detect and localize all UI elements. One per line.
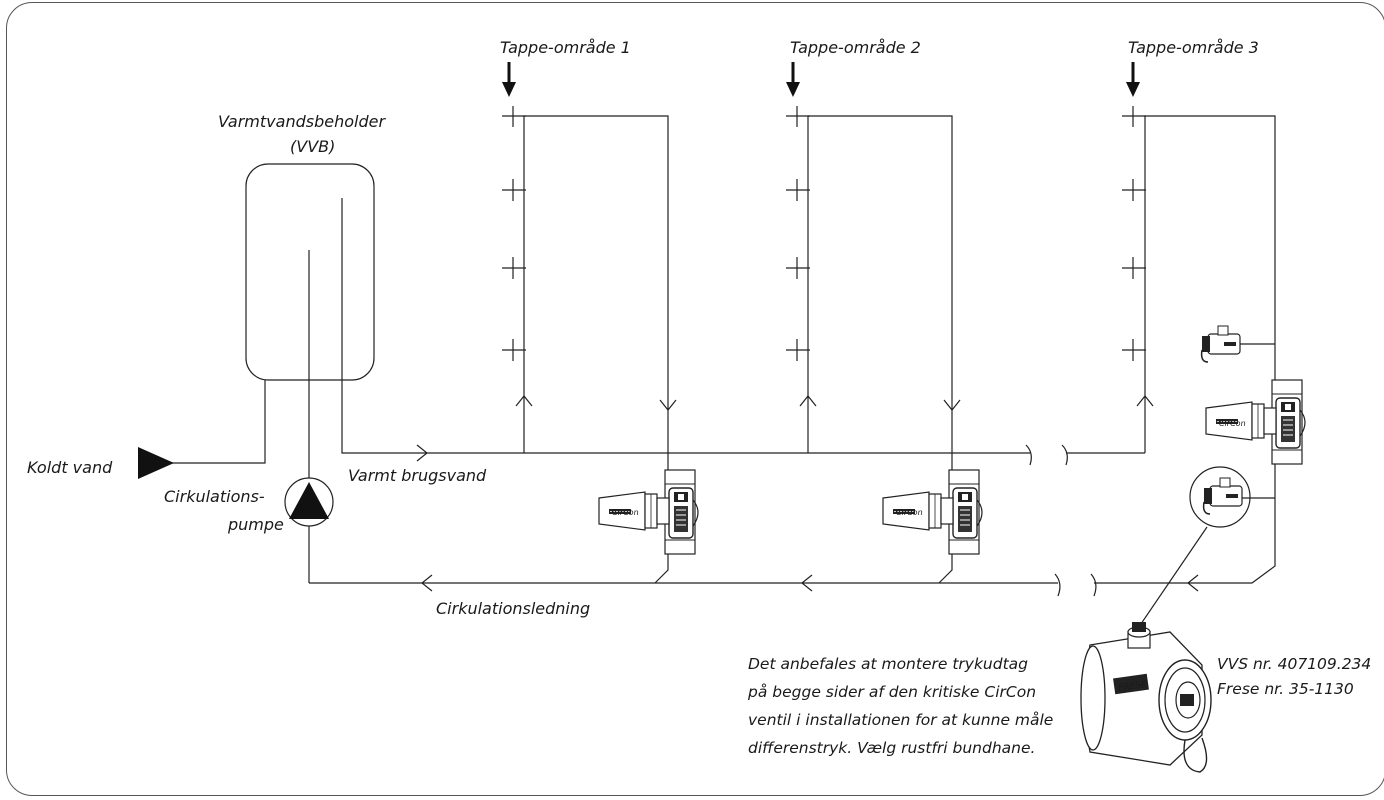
cold-water-label: Koldt vand (27, 458, 113, 477)
diagram-frame (6, 2, 1384, 796)
tank-label-line1: Varmtvandsbeholder (218, 112, 386, 131)
circulation-line-end (1094, 420, 1276, 584)
product-line-2: Frese nr. 35-1130 (1217, 680, 1354, 698)
valve-3-brand: CirCon (1219, 419, 1246, 428)
note-line-2: på begge sider af den kritiske CirCon (747, 683, 1036, 701)
riser-loop-3 (1122, 106, 1276, 499)
pressure-tap-lower (1202, 477, 1243, 515)
riser-loop-2 (786, 106, 961, 584)
circulation-flow-arrow-3 (1187, 574, 1199, 592)
tap-area-1-label: Tappe-område 1 (500, 38, 631, 57)
riser-loop-1 (502, 106, 677, 584)
valve-2-brand: CirCon (896, 508, 923, 517)
tap-area-2-label: Tappe-område 2 (790, 38, 921, 57)
pump-label-line1: Cirkulations- (164, 487, 265, 506)
break-mark-bottom-1 (1054, 573, 1061, 597)
circulation-flow-arrow-2 (801, 574, 813, 592)
tap-area-1-arrow (502, 62, 516, 97)
tap-area-2-arrow (786, 62, 800, 97)
detail-circle (1189, 466, 1251, 528)
cold-water-pipe (172, 380, 266, 464)
hot-water-flow-arrow (416, 444, 428, 462)
circulation-flow-arrow-1 (421, 574, 433, 592)
frese-fitting-illustration: FRESE (1080, 622, 1212, 773)
valve-1-brand: CirCon (612, 508, 639, 517)
tank-label-line2: (VVB) (290, 137, 335, 156)
tap-area-3-label: Tappe-område 3 (1128, 38, 1259, 57)
note-line-1: Det anbefales at montere trykudtag (748, 655, 1028, 673)
fitting-brand: FRESE (1118, 680, 1148, 694)
pump-label-line2: pumpe (227, 515, 284, 534)
hot-water-main (341, 198, 1030, 454)
note-line-3: ventil i installationen for at kunne mål… (748, 711, 1053, 729)
pump-triangle-icon (289, 482, 329, 519)
hot-water-tank (245, 163, 375, 381)
break-mark-bottom-2 (1090, 573, 1097, 597)
pressure-tap-upper (1200, 325, 1241, 363)
cold-water-arrow (138, 447, 174, 479)
break-mark-top-1 (1025, 444, 1032, 466)
circulation-line-label: Cirkulationsledning (436, 599, 590, 618)
hot-water-label: Varmt brugsvand (348, 466, 487, 485)
note-line-4: differenstryk. Vælg rustfri bundhane. (748, 739, 1035, 757)
product-line-1: VVS nr. 407109.234 (1217, 655, 1371, 673)
detail-leader-line (1129, 526, 1208, 641)
tap-area-3-arrow (1126, 62, 1140, 97)
break-mark-top-2 (1061, 444, 1068, 466)
